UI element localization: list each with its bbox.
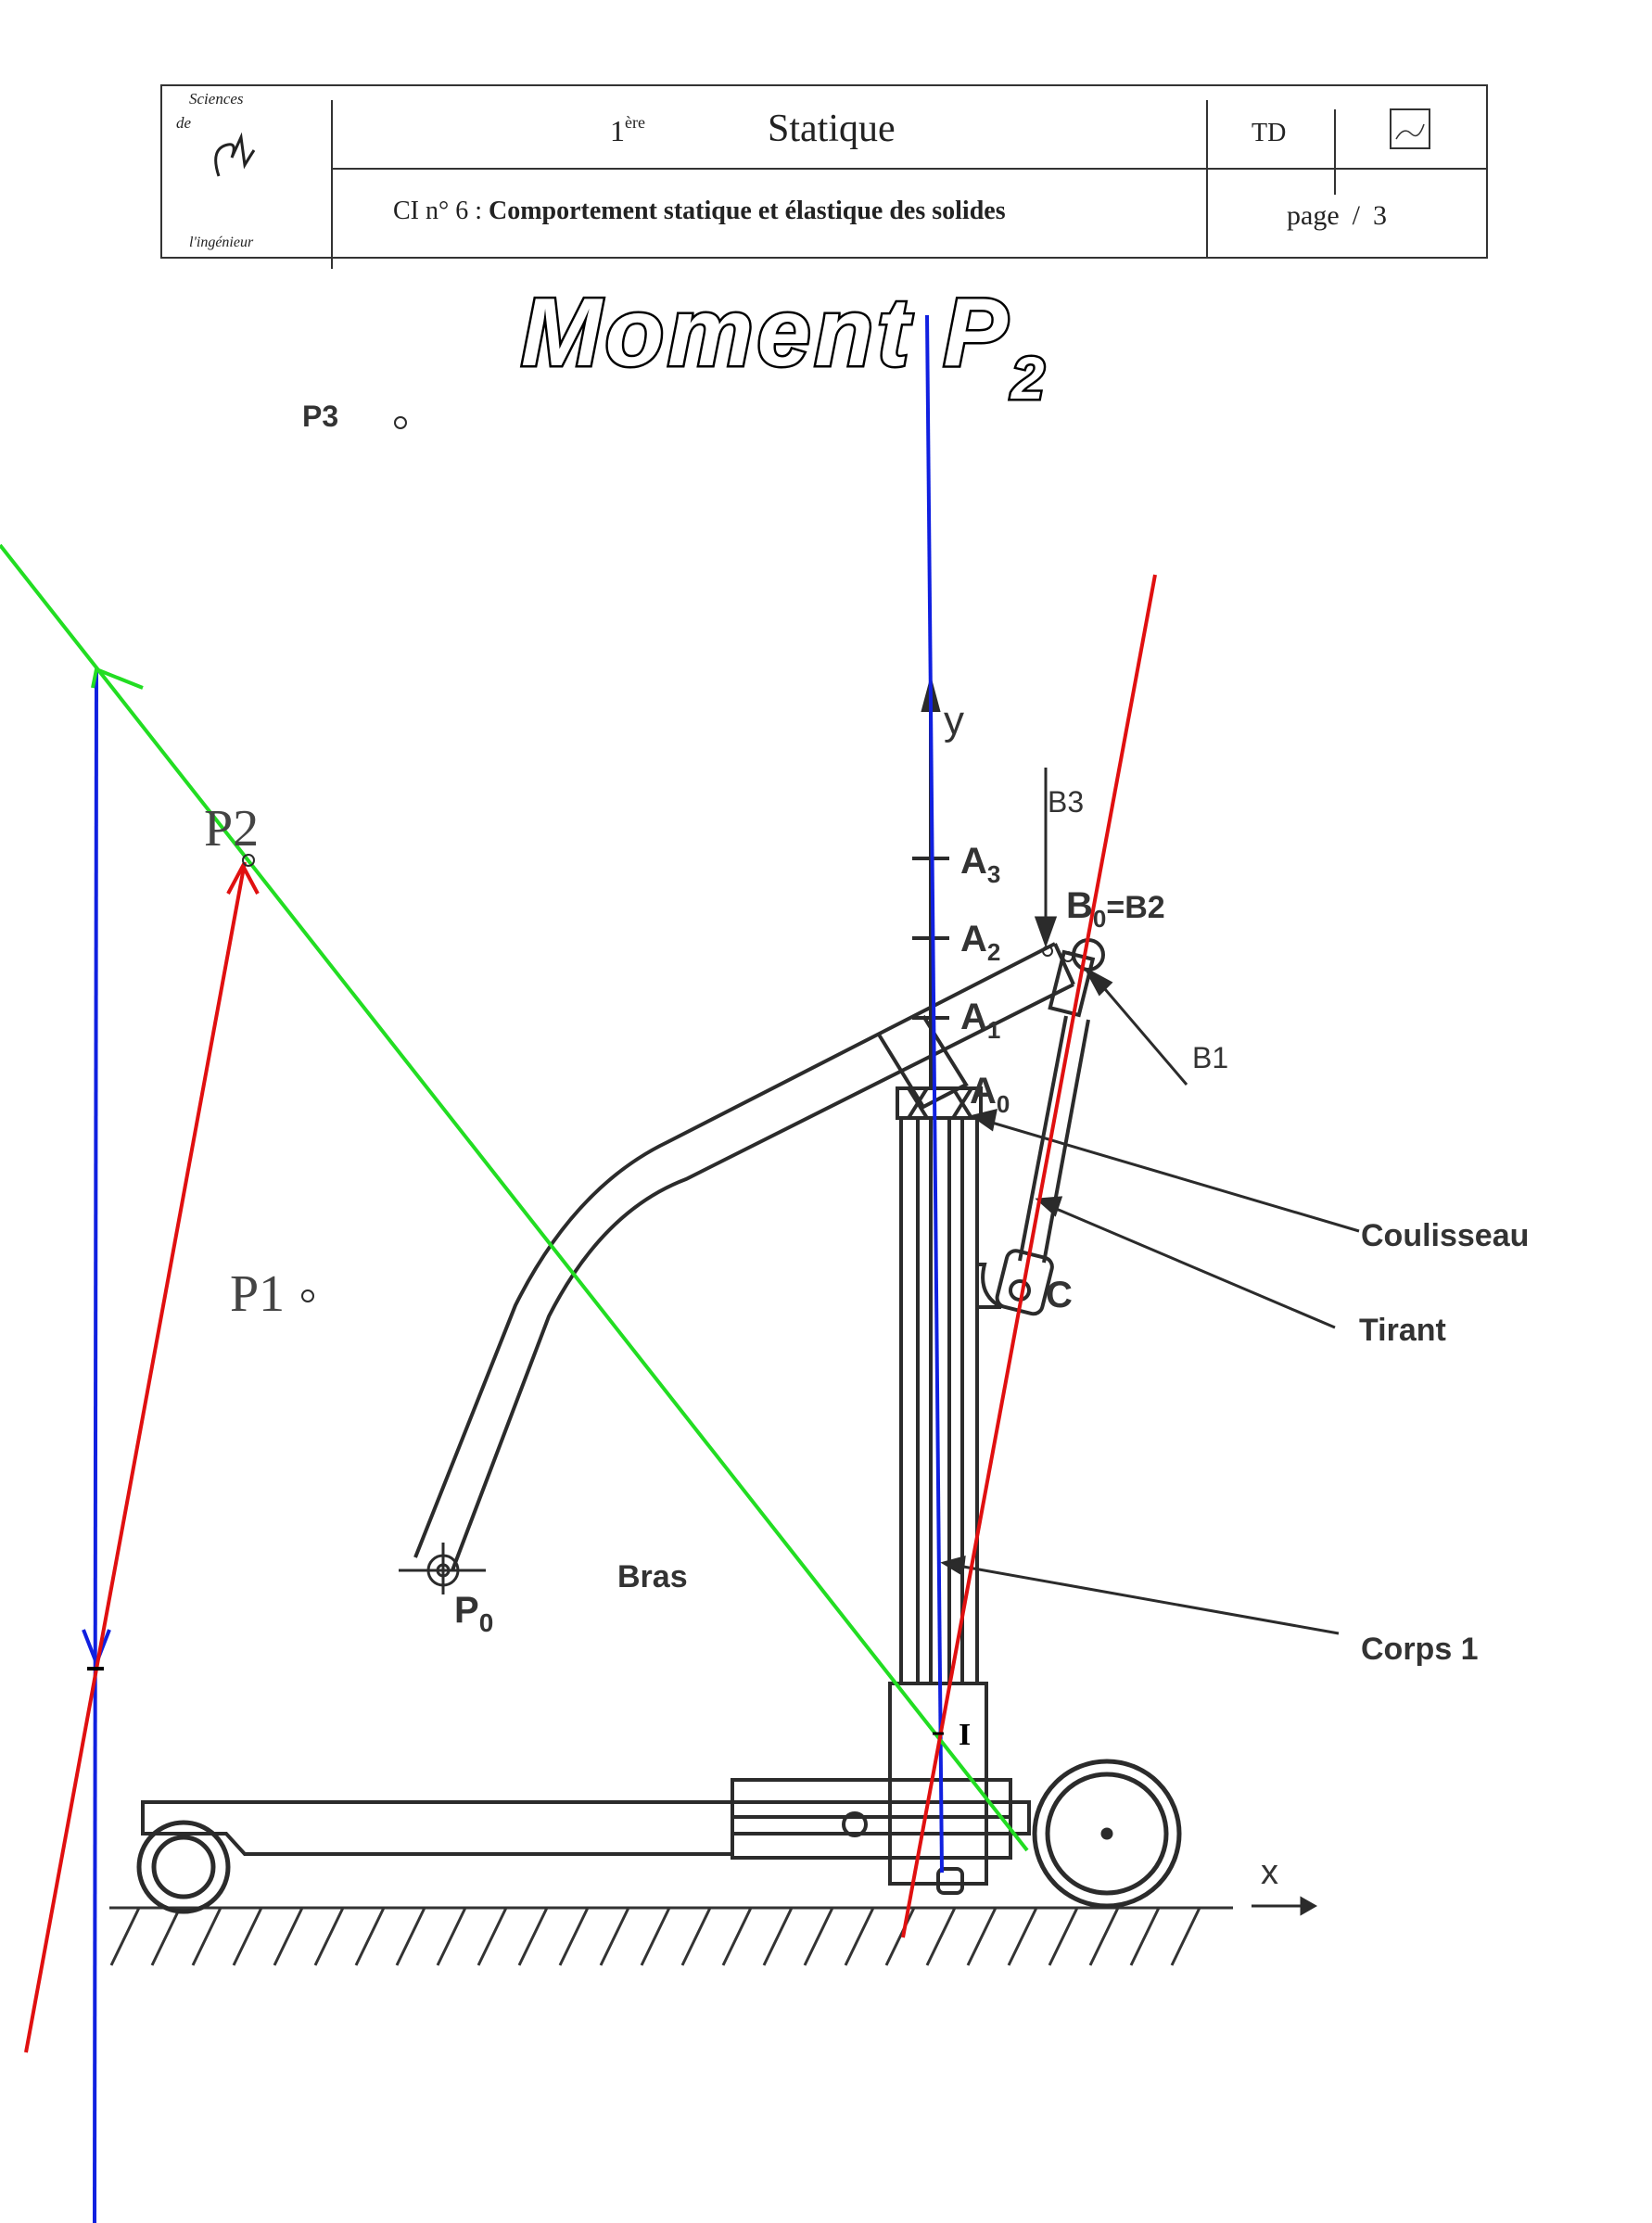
hatch-stroke	[762, 1907, 794, 1966]
arm	[413, 942, 1075, 1571]
header-doc-type: TD	[1252, 119, 1286, 147]
ground-hatching	[109, 1907, 1201, 1966]
column-foot	[888, 1682, 988, 1895]
chassis	[141, 1778, 1031, 1860]
logo-text-de: de	[176, 114, 192, 132]
hatch-stroke	[150, 1907, 182, 1966]
label-p0: P0	[454, 1590, 493, 1637]
label-p2: P2	[204, 800, 259, 857]
label-a1: A1	[960, 997, 1000, 1044]
hatch-stroke	[1170, 1907, 1201, 1966]
green-line	[0, 543, 1029, 1852]
logo-text-top: Sciences	[189, 90, 244, 108]
hatch-stroke	[1048, 1907, 1079, 1966]
hatch-stroke	[680, 1907, 712, 1966]
logo-text-bottom: l'ingénieur	[189, 235, 254, 250]
label-b1: B1	[1192, 1041, 1228, 1074]
label-coulisseau: Coulisseau	[1361, 1218, 1529, 1253]
hatch-stroke	[395, 1907, 426, 1966]
header-subject: Statique	[768, 108, 896, 150]
hatch-stroke	[313, 1907, 345, 1966]
hatch-stroke	[191, 1907, 222, 1966]
logo-mark	[214, 132, 256, 177]
rear-wheel	[136, 1820, 231, 1914]
hatch-stroke	[354, 1907, 386, 1966]
x-axis	[1252, 1896, 1318, 1916]
blue-line-column	[925, 314, 944, 1874]
red-line-left	[24, 861, 260, 2053]
hatch-stroke	[109, 1907, 141, 1966]
hatch-stroke	[436, 1907, 467, 1966]
header-level: 1ère	[610, 113, 645, 147]
label-p1: P1	[230, 1265, 285, 1323]
label-tirant: Tirant	[1359, 1313, 1446, 1348]
hatch-stroke	[273, 1907, 304, 1966]
column-body	[896, 1086, 983, 1685]
red-line-right	[901, 574, 1157, 1938]
label-a2: A2	[960, 919, 1000, 966]
point-markers	[87, 416, 1074, 1735]
header-page: page/3	[1287, 200, 1387, 231]
label-b0-b2: B0=B2	[1066, 885, 1165, 933]
label-b3: B3	[1048, 785, 1084, 819]
label-a3: A3	[960, 841, 1000, 888]
label-axis-x: x	[1261, 1853, 1278, 1892]
page-title: Moment P2	[521, 279, 1048, 412]
hatch-stroke	[966, 1907, 998, 1966]
hatch-stroke	[925, 1907, 957, 1966]
hatch-stroke	[884, 1907, 916, 1966]
blue-line-left	[82, 668, 111, 2223]
hatch-stroke	[640, 1907, 671, 1966]
label-c: C	[1046, 1275, 1073, 1315]
hatch-stroke	[232, 1907, 263, 1966]
label-p3: P3	[302, 400, 338, 433]
label-corps: Corps 1	[1361, 1632, 1479, 1667]
hatch-stroke	[844, 1907, 875, 1966]
hatch-stroke	[1007, 1907, 1038, 1966]
hatch-stroke	[517, 1907, 549, 1966]
hatch-stroke	[1088, 1907, 1120, 1966]
hatch-stroke	[477, 1907, 508, 1966]
label-i: I	[959, 1718, 971, 1752]
hatch-stroke	[721, 1907, 753, 1966]
header-block	[160, 84, 1488, 269]
hatch-stroke	[1129, 1907, 1161, 1966]
hatch-stroke	[599, 1907, 630, 1966]
label-axis-y: y	[944, 698, 964, 743]
point-p0-mark	[399, 1543, 486, 1594]
hatch-stroke	[558, 1907, 590, 1966]
label-a0: A0	[970, 1071, 1010, 1118]
leader-lines	[940, 768, 1360, 1635]
header-course: CI n° 6 : Comportement statique et élast…	[393, 197, 1006, 225]
label-bras: Bras	[617, 1559, 688, 1594]
front-wheel	[1032, 1759, 1182, 1909]
hatch-stroke	[803, 1907, 834, 1966]
